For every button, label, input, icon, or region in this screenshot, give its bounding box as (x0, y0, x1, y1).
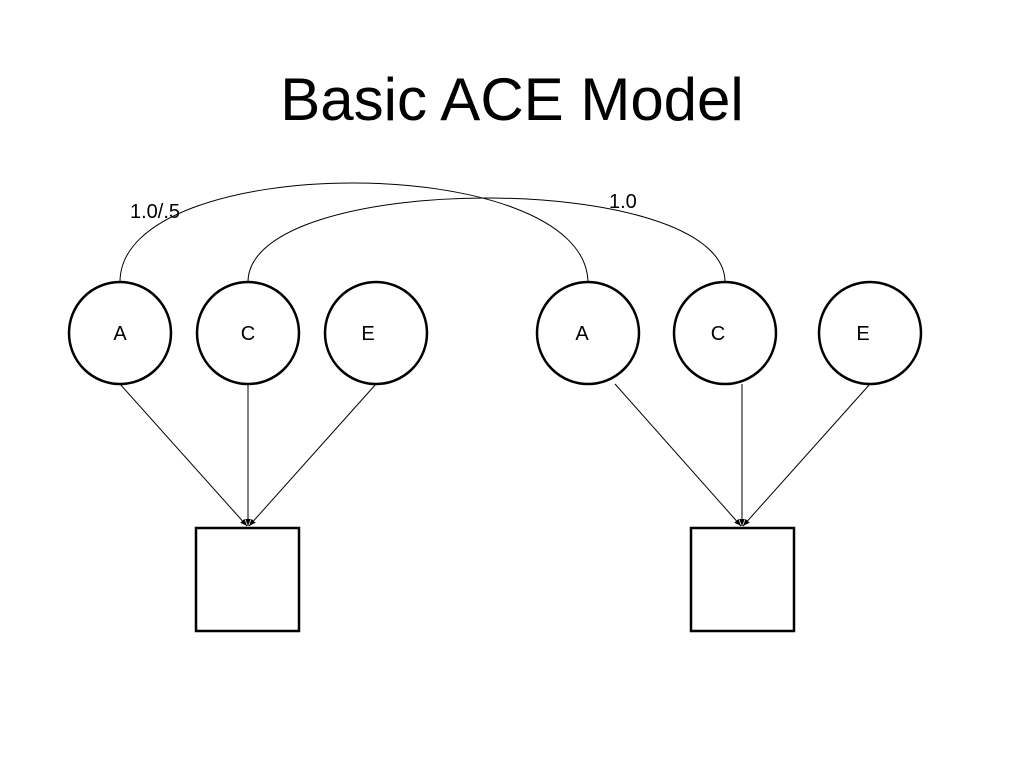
correlation-label-c: 1.0 (609, 191, 637, 213)
twin2-factor-c-label: C (711, 323, 725, 345)
path-twin2-e-to-phenotype (742, 383, 871, 527)
twin1-factor-e: E (323, 280, 429, 386)
correlation-label-a: 1.0/.5 (130, 201, 180, 223)
twin1-factor-a-label: A (113, 323, 127, 345)
path-twin1-e-to-phenotype (248, 383, 377, 527)
twin2-factor-a-label: A (575, 323, 589, 345)
twin1-phenotype-box (194, 526, 301, 633)
twin2-factor-a: A (535, 280, 641, 386)
twin1-factor-c-label: C (241, 323, 255, 345)
twin2-factor-c: C (672, 280, 778, 386)
path-twin1-a-to-phenotype (119, 383, 248, 527)
twin1-factor-e-label: E (361, 323, 374, 345)
path-twin2-a-to-phenotype (614, 383, 742, 527)
twin2-factor-e: E (817, 280, 923, 386)
correlation-arc-a (119, 182, 589, 283)
twin2-factor-e-label: E (856, 323, 869, 345)
twin2-phenotype-box (689, 526, 796, 633)
correlation-arc-c (247, 197, 726, 283)
twin1-factor-c: C (195, 280, 301, 386)
slide-title: Basic ACE Model (280, 66, 744, 133)
twin1-factor-a: A (67, 280, 173, 386)
